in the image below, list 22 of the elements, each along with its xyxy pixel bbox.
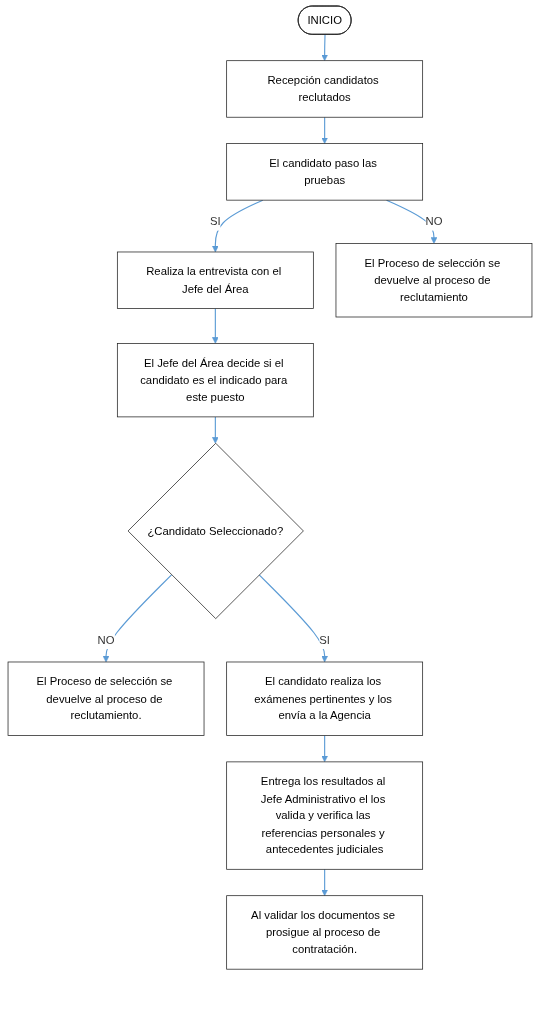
arrow	[321, 34, 328, 61]
arrow	[258, 574, 328, 663]
node-box: Entrega los resultados al Jefe Administrativo el los valida y verifica las referencias personales y antecedentes judiciales	[226, 761, 424, 870]
node-box: El candidato paso las pruebas	[226, 143, 424, 201]
edge-label: SI	[210, 214, 221, 228]
edge-label: NO	[425, 214, 443, 228]
edge-label: SI	[319, 633, 330, 647]
node-box: Recepción candidatos reclutados	[226, 60, 424, 118]
node-box: El candidato realiza los exámenes pertinentes y los envía a la Agencia	[226, 661, 424, 736]
arrow	[212, 416, 219, 444]
node-box: Al validar los documentos se prosigue al proceso de contratación.	[226, 895, 424, 970]
edge-label: NO	[97, 633, 115, 647]
arrow	[321, 116, 328, 144]
arrow	[321, 734, 328, 763]
node-box: El Jefe del Área decide si el candidato es el indicado para este puesto	[116, 343, 314, 418]
arrow	[212, 307, 219, 344]
node-box: El Proceso de selección se devuelve al proceso de reclutamiento.	[7, 661, 205, 736]
arrow	[102, 574, 173, 663]
node-box: El Proceso de selección se devuelve al proceso de reclutamiento	[335, 243, 533, 318]
node-box: Realiza la entrevista con el Jefe del Área	[116, 251, 314, 309]
arrow	[321, 868, 328, 896]
node-diamond: ¿Candidato Seleccionado?	[127, 442, 304, 619]
